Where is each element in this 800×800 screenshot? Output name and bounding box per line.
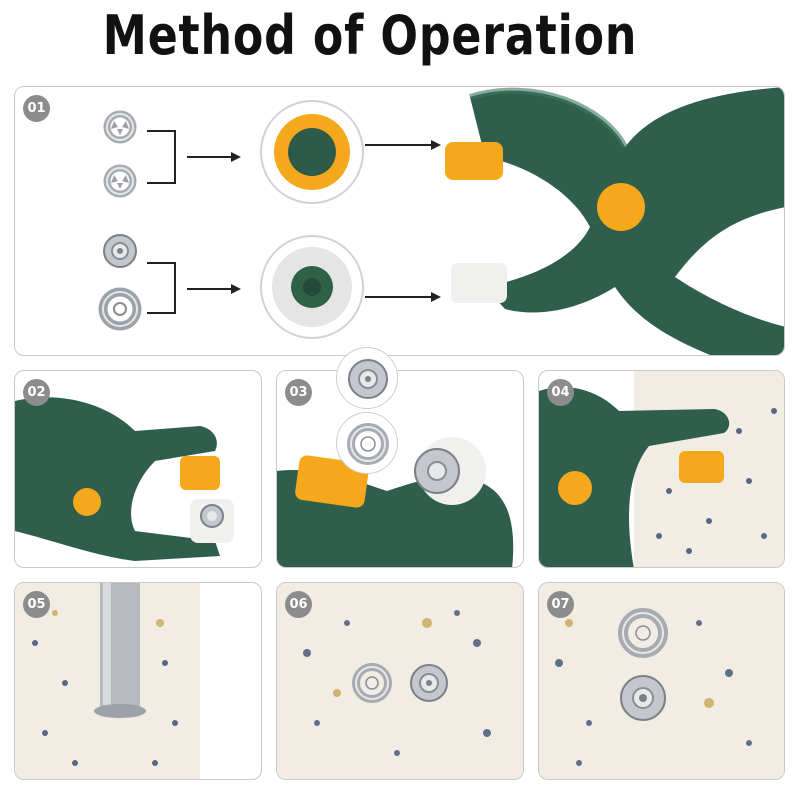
- prong-ring-icon: [103, 164, 137, 198]
- step-7-panel: 07: [538, 582, 785, 780]
- step-number-badge: 03: [285, 379, 312, 406]
- step-6-panel: 06: [276, 582, 524, 780]
- step-number-badge: 07: [547, 591, 574, 618]
- yellow-die-closeup: [260, 100, 364, 204]
- snap-cap-icon: [348, 359, 388, 399]
- prong-ring-closeup: [336, 412, 398, 474]
- step-3-panel: 03: [276, 370, 524, 568]
- arrow-right-icon: [365, 140, 441, 150]
- snap-pliers-tool: [539, 387, 730, 567]
- step-5-panel: 05: [14, 582, 262, 780]
- arrow-right-icon: [187, 284, 241, 294]
- bracket-icon: [147, 262, 176, 314]
- step-4-panel: 04: [538, 370, 785, 568]
- snap-cap-icon: [620, 675, 666, 721]
- snap-socket-icon: [352, 663, 392, 703]
- white-die-closeup: [260, 235, 364, 339]
- page-title: Method of Operation: [102, 4, 638, 67]
- prong-ring-icon: [347, 423, 389, 465]
- snap-cap-closeup: [336, 347, 398, 409]
- step-2-panel: 02: [14, 370, 262, 568]
- floral-fabric: [277, 583, 523, 779]
- step-number-badge: 02: [23, 379, 50, 406]
- floral-fabric: [539, 583, 784, 779]
- arrow-right-icon: [365, 292, 441, 302]
- snap-cap-icon: [103, 234, 137, 268]
- bracket-icon: [147, 130, 176, 184]
- snap-pliers-tool: [445, 87, 784, 355]
- step-number-badge: 01: [23, 95, 50, 122]
- step-number-badge: 06: [285, 591, 312, 618]
- step-1-panel: 01: [14, 86, 785, 356]
- snap-socket-icon: [618, 608, 668, 658]
- step-number-badge: 05: [23, 591, 50, 618]
- arrow-right-icon: [187, 152, 241, 162]
- step-number-badge: 04: [547, 379, 574, 406]
- snap-socket-icon: [98, 287, 142, 331]
- snap-pliers-tool: [15, 397, 234, 561]
- prong-ring-icon: [103, 110, 137, 144]
- snap-cap-icon: [410, 664, 448, 702]
